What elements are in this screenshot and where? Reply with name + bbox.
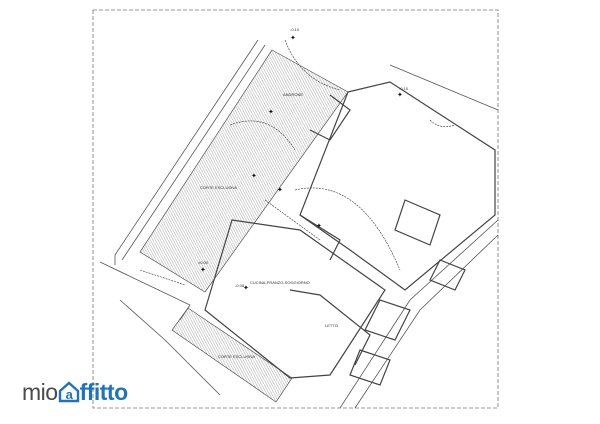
site-boundary xyxy=(99,39,499,409)
level-label: -0.10 xyxy=(399,86,409,91)
mioaffitto-logo: mio a ffitto xyxy=(22,378,128,406)
svg-text:a: a xyxy=(65,387,73,402)
level-marker-icon: ✦ xyxy=(397,91,403,99)
level-label: -0.08 xyxy=(235,283,245,288)
room-label-corte-bottom: CORTE ESCLUSIVA xyxy=(218,354,256,359)
logo-prefix: mio xyxy=(22,379,58,405)
level-marker-icon: ✦ xyxy=(243,284,249,292)
walls xyxy=(204,81,496,386)
level-marker-icon: ✦ xyxy=(290,34,296,42)
room-label-corte-top: CORTE ESCLUSIVA xyxy=(200,185,238,190)
level-marker-icon: ✦ xyxy=(200,266,206,274)
sheet-border xyxy=(92,9,499,409)
room-label-androne: ANDRONE xyxy=(283,92,303,97)
level-marker-icon: ✦ xyxy=(277,186,283,194)
logo-suffix: ffitto xyxy=(79,379,129,405)
level-label: ±0.00 xyxy=(198,260,209,265)
level-markers: ✦ ✦ ✦ ✦ ✦ ✦ ✦ ✦ xyxy=(200,34,403,292)
house-a-icon: a xyxy=(58,381,79,403)
courtyard-hatch-bottom xyxy=(171,307,293,403)
level-marker-icon: ✦ xyxy=(251,172,257,180)
level-marker-icon: ✦ xyxy=(268,108,274,116)
courtyard-hatch-top xyxy=(139,49,349,293)
level-marker-icon: ✦ xyxy=(316,222,322,230)
room-label-bedroom: LETTO xyxy=(325,323,338,328)
door-swings xyxy=(139,39,456,286)
level-label: -0.10 xyxy=(290,27,300,32)
room-label-living: CUCINA-PRANZO-SOGGIORNO xyxy=(250,280,310,285)
